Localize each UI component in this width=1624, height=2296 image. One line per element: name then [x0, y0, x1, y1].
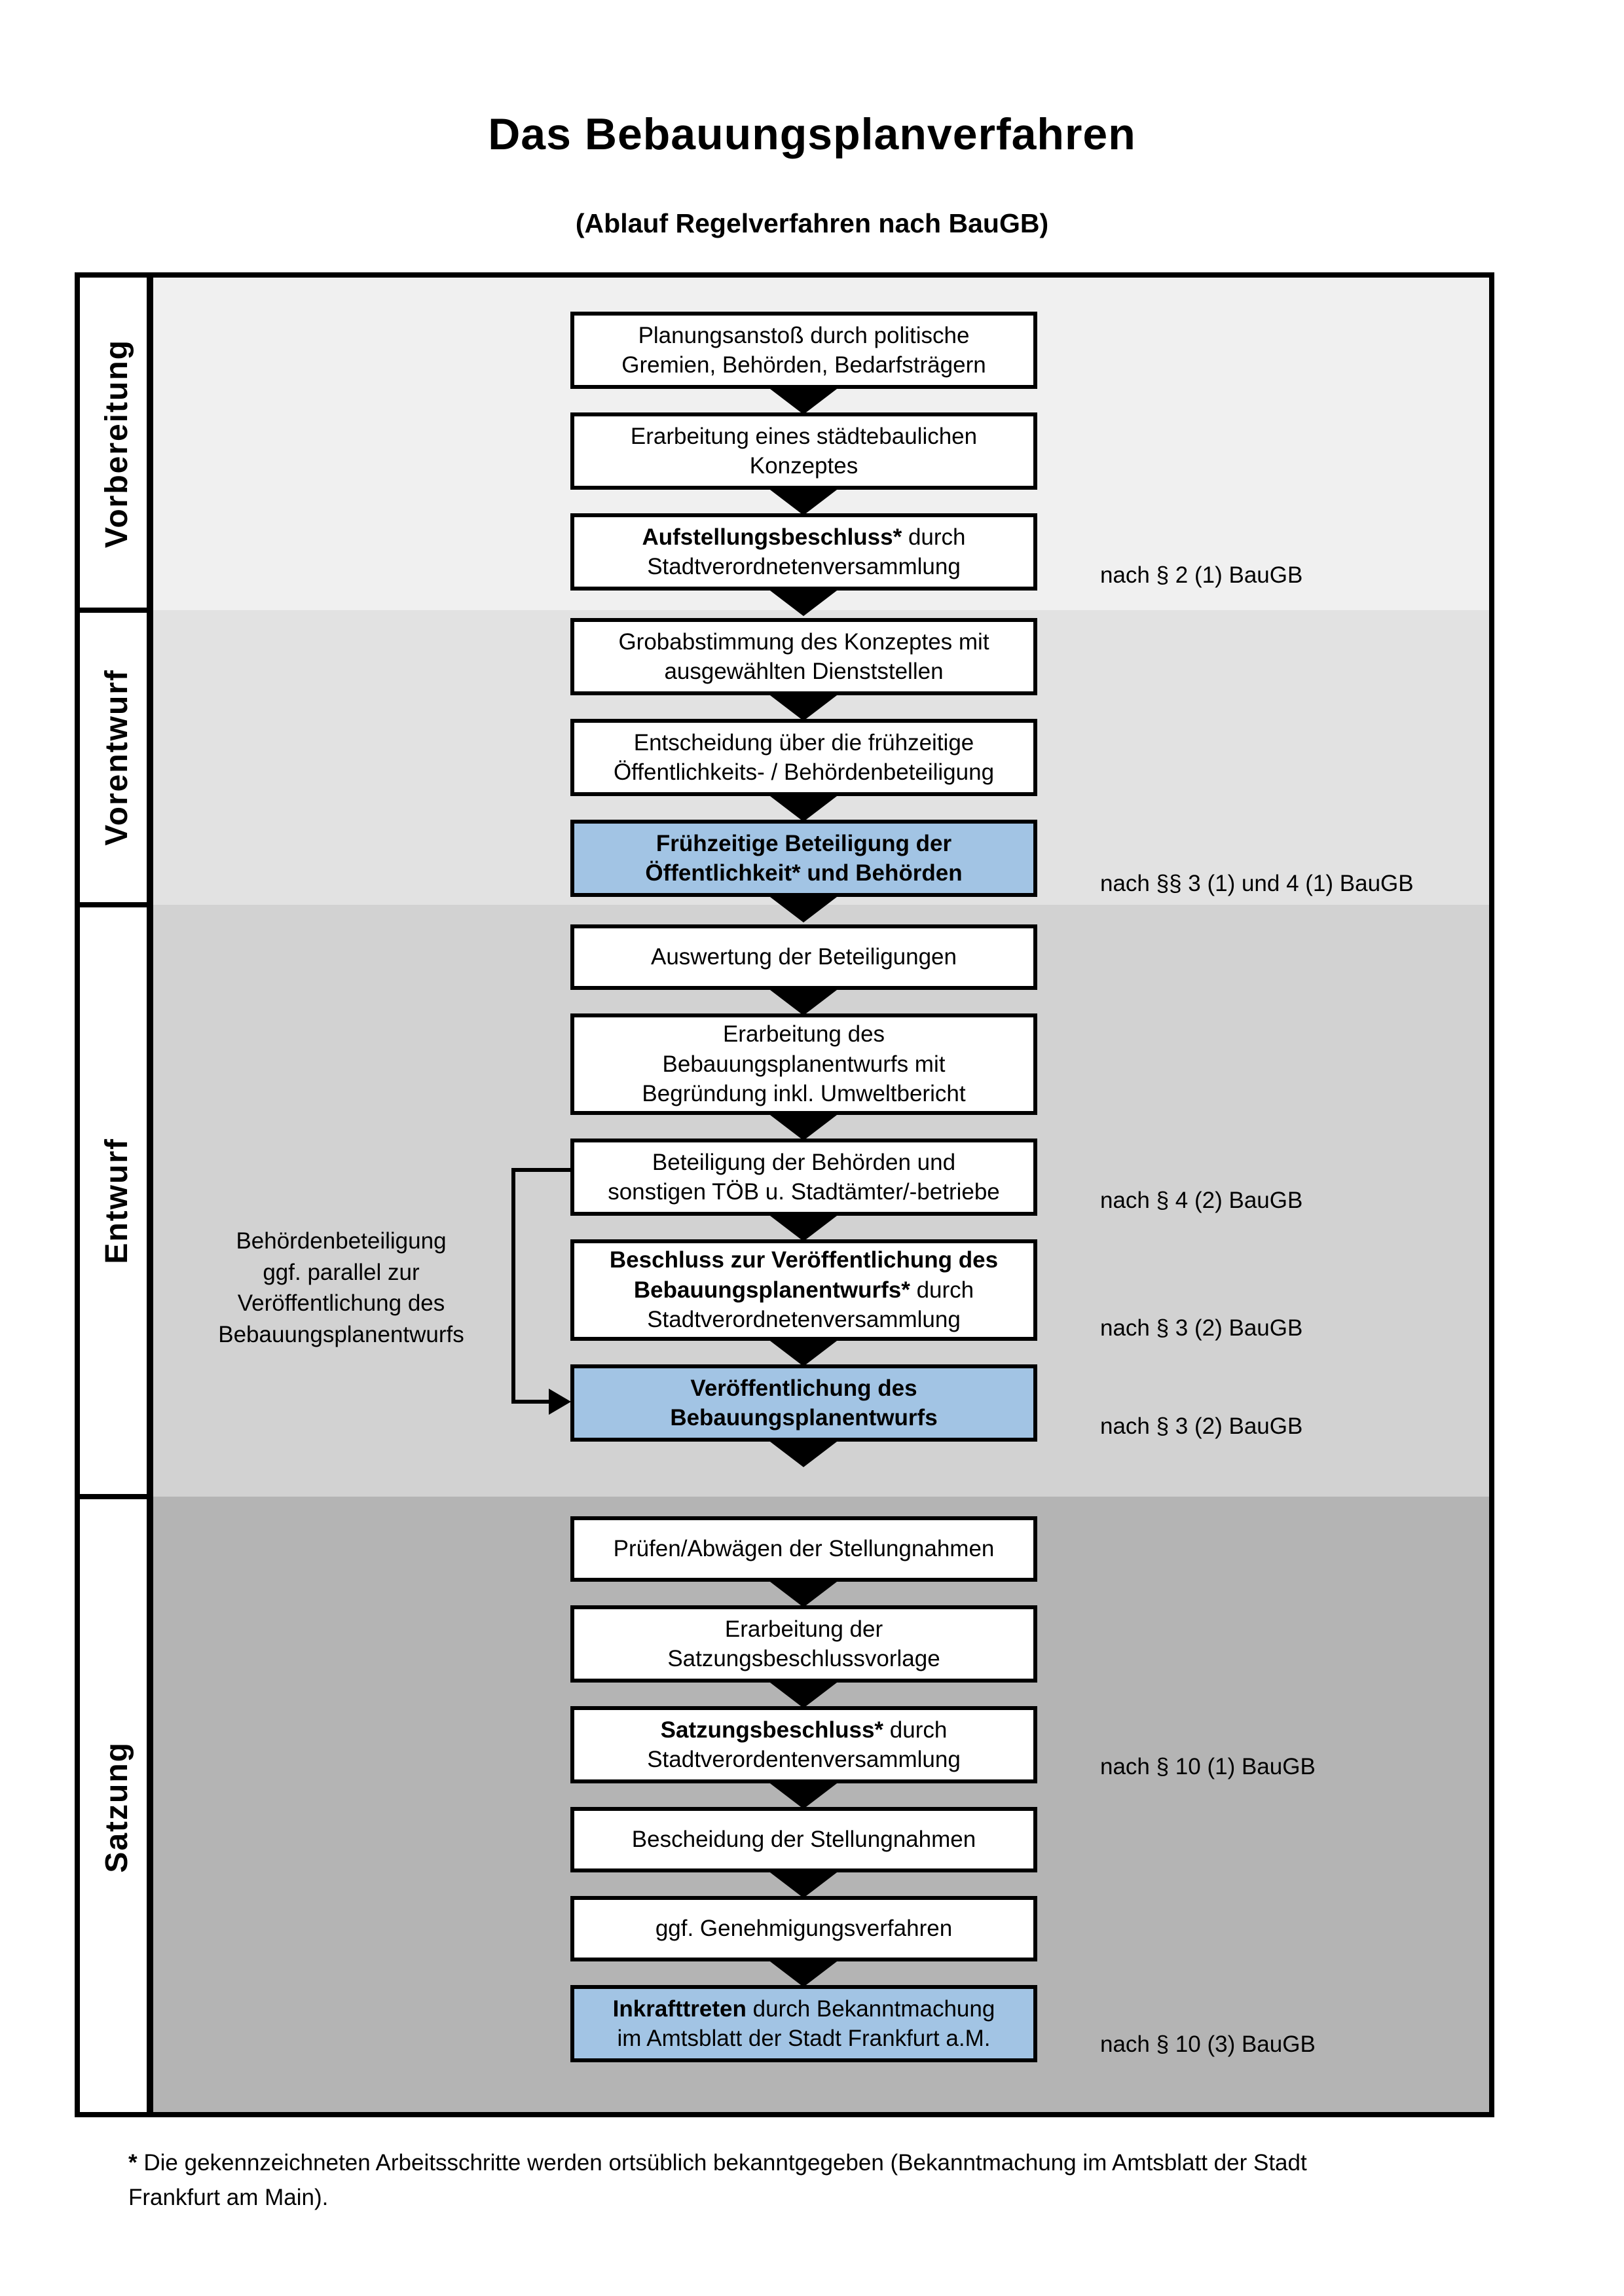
phase-divider — [80, 902, 153, 907]
note-line: ggf. parallel zur — [263, 1259, 420, 1285]
phase-divider — [80, 1494, 153, 1499]
parallel-procedure-note: Behördenbeteiligung ggf. parallel zur Ve… — [158, 1226, 525, 1350]
asterisk-marker: * — [128, 2150, 138, 2176]
note-line: Bebauungsplanentwurfs — [218, 1321, 464, 1347]
phase-label-text: Satzung — [99, 1741, 134, 1873]
down-arrow-icon — [767, 693, 840, 721]
right-arrow-icon — [549, 1389, 571, 1415]
legal-reference: nach § 2 (1) BauGB — [1100, 562, 1303, 588]
footnote-text: Die gekennzeichneten Arbeitsschritte wer… — [143, 2150, 1307, 2176]
down-arrow-icon — [767, 1959, 840, 1987]
down-arrow-icon — [767, 1870, 840, 1898]
note-line: Behördenbeteiligung — [236, 1228, 447, 1254]
phase-label-text: Vorbereitung — [99, 339, 134, 549]
page-title: Das Bebauungsplanverfahren — [488, 109, 1136, 159]
flow-box-auswertung-beteiligungen: Auswertung der Beteiligungen — [570, 924, 1037, 990]
flow-box-bescheidung-stellungnahmen: Bescheidung der Stellungnahmen — [570, 1807, 1037, 1872]
footnote-line-1: * Die gekennzeichneten Arbeitsschritte w… — [128, 2146, 1536, 2181]
down-arrow-icon — [767, 589, 840, 616]
down-arrow-icon — [767, 988, 840, 1015]
legal-reference: nach § 10 (3) BauGB — [1100, 2032, 1316, 2057]
down-arrow-icon — [767, 488, 840, 515]
down-arrow-icon — [767, 1113, 840, 1140]
legal-reference: nach § 3 (2) BauGB — [1100, 1315, 1303, 1341]
footnote-line-2: Frankfurt am Main). — [128, 2184, 329, 2210]
down-arrow-icon — [767, 1781, 840, 1809]
phase-label-entwurf: Entwurf — [80, 905, 153, 1497]
phase-label-vorbereitung: Vorbereitung — [80, 278, 153, 610]
phase-label-text: Vorentwurf — [99, 669, 134, 846]
down-arrow-icon — [767, 1580, 840, 1607]
down-arrow-icon — [767, 1681, 840, 1708]
legal-reference: nach § 4 (2) BauGB — [1100, 1188, 1303, 1213]
phase-label-satzung: Satzung — [80, 1497, 153, 2117]
flow-box-pruefen-abwaegen-stellungnahmen: Prüfen/Abwägen der Stellungnahmen — [570, 1516, 1037, 1582]
phase-label-column — [80, 278, 153, 2117]
bracket-top-line — [511, 1168, 572, 1172]
down-arrow-icon — [767, 387, 840, 414]
note-line: Veröffentlichung des — [237, 1290, 445, 1317]
bracket-bottom-line — [511, 1400, 552, 1404]
flow-box-genehmigungsverfahren: ggf. Genehmigungsverfahren — [570, 1896, 1037, 1961]
legal-reference: nach § 3 (2) BauGB — [1100, 1413, 1303, 1439]
footnote: * Die gekennzeichneten Arbeitsschritte w… — [128, 2146, 1536, 2215]
page-subtitle: (Ablauf Regelverfahren nach BauGB) — [575, 208, 1049, 238]
down-arrow-icon — [767, 1440, 840, 1467]
down-arrow-icon — [767, 895, 840, 922]
down-arrow-icon — [767, 1214, 840, 1241]
phase-label-vorentwurf: Vorentwurf — [80, 610, 153, 905]
phase-divider — [80, 608, 153, 613]
phase-label-text: Entwurf — [99, 1137, 134, 1264]
legal-reference: nach § 10 (1) BauGB — [1100, 1754, 1316, 1779]
down-arrow-icon — [767, 794, 840, 822]
down-arrow-icon — [767, 1339, 840, 1366]
bracket-vertical-line — [511, 1168, 515, 1404]
legal-reference: nach §§ 3 (1) und 4 (1) BauGB — [1100, 871, 1414, 896]
